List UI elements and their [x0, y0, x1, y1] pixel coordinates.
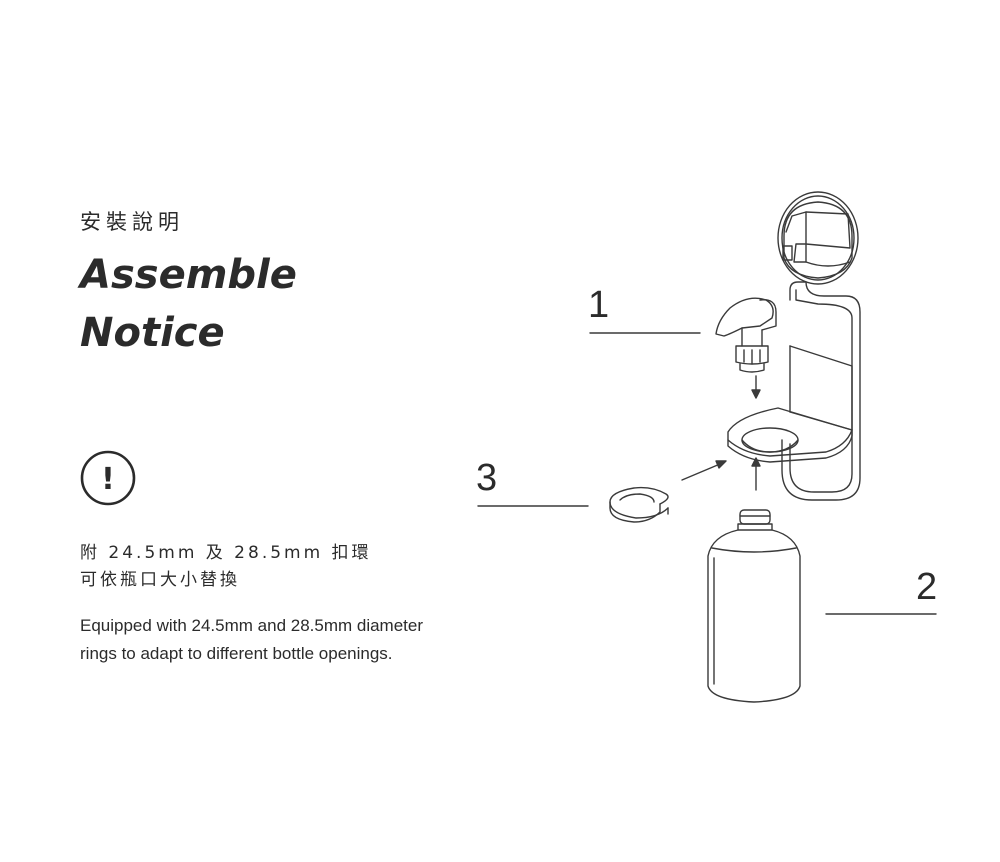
- notice-chinese-line1: 附 24.5mm 及 28.5mm 扣環: [80, 543, 372, 563]
- exclamation-circle-icon: !: [80, 450, 136, 506]
- heading-english-line1: Assemble: [80, 252, 297, 298]
- callout-number-bottle: 2: [916, 566, 938, 608]
- heading-english-line2: Notice: [80, 310, 225, 356]
- holder-shelf: [727, 407, 853, 463]
- suction-cup: [777, 191, 859, 285]
- notice-chinese: 附 24.5mm 及 28.5mm 扣環 可依瓶口大小替換: [80, 540, 372, 594]
- arrow-pump-down: [751, 375, 761, 399]
- pump-head: [715, 297, 777, 373]
- arrow-ring-in: [681, 460, 727, 481]
- heading-english: Assemble Notice: [80, 246, 297, 362]
- callout-number-ring: 3: [476, 457, 498, 499]
- notice-english-line2: rings to adapt to different bottle openi…: [80, 644, 393, 663]
- exclamation-glyph: !: [101, 462, 115, 497]
- notice-chinese-line2: 可依瓶口大小替換: [80, 570, 240, 590]
- heading-chinese: 安裝說明: [80, 210, 184, 234]
- notice-english-line1: Equipped with 24.5mm and 28.5mm diameter: [80, 616, 424, 635]
- replacement-ring: [609, 486, 669, 523]
- notice-english: Equipped with 24.5mm and 28.5mm diameter…: [80, 612, 423, 668]
- arrow-bottle-up: [751, 457, 761, 491]
- callout-number-pump: 1: [588, 284, 610, 326]
- bottle: [707, 509, 801, 703]
- holder-frame: [781, 281, 861, 501]
